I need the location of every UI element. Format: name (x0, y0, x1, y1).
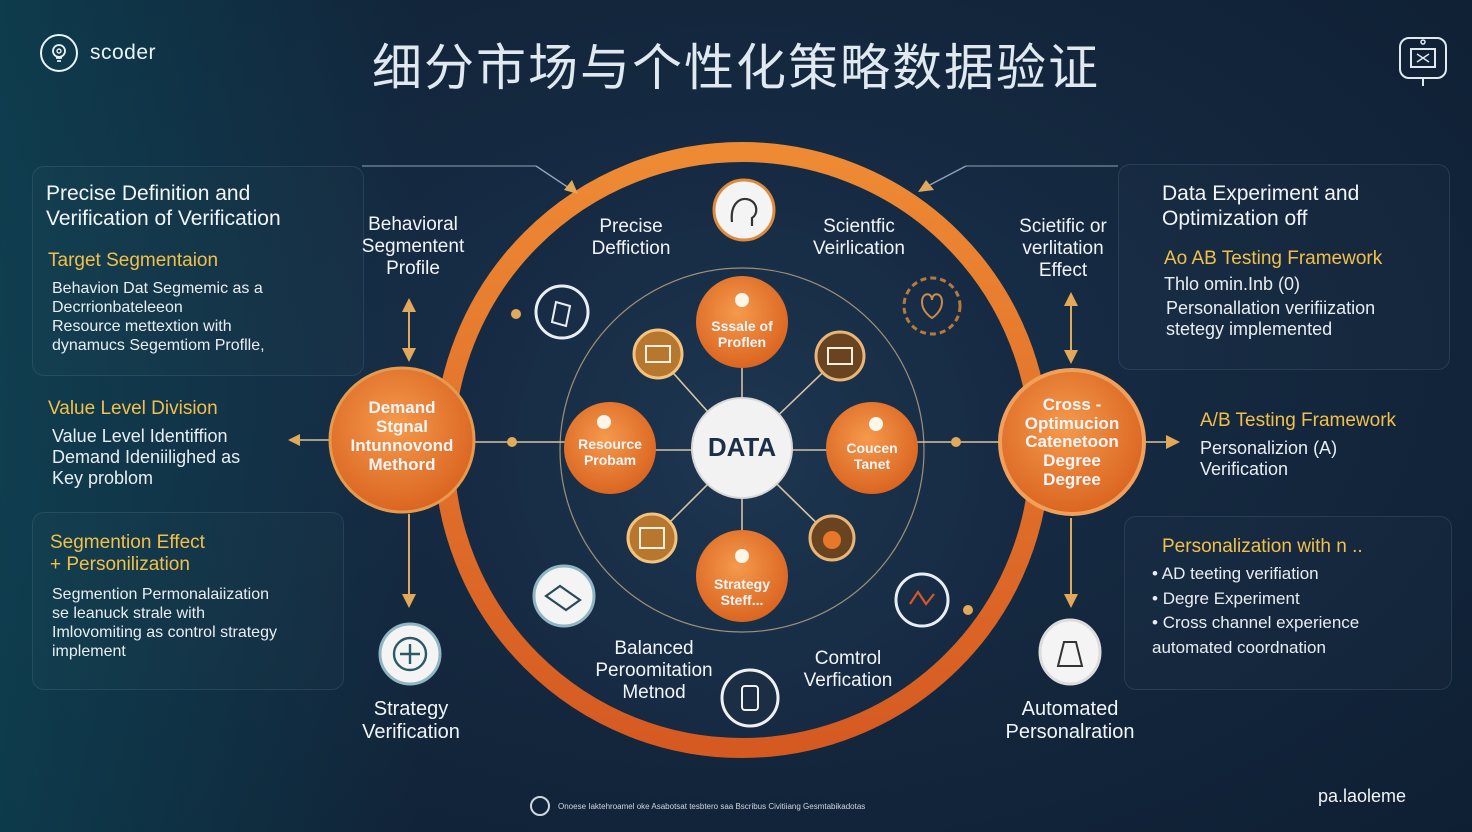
left-node-label: Demand Stgnal Intunnovond Methord (350, 398, 454, 475)
inner-node-top (696, 276, 788, 368)
right-node-label: Cross - Optimucion Catenetoon Degree Deg… (1024, 395, 1120, 489)
right-subheading-personal: Personalization with n .. (1162, 536, 1363, 557)
brand-watermark: pa.laoleme (1318, 786, 1406, 807)
gear-heart-icon (902, 276, 962, 336)
behavioral-label: Behavioral Segmentent Profile (361, 214, 465, 279)
left-panel-top (32, 166, 364, 376)
inner-bottom-label: Strategy Steff... (713, 576, 771, 609)
left-subheading-value: Value Level Division (48, 398, 218, 419)
bullet-item: AD teeting verifiation (1152, 562, 1442, 587)
center-label: DATA (707, 432, 777, 462)
inner-node-right (826, 402, 918, 494)
automation-icon (1038, 618, 1102, 686)
inner-orbit (559, 267, 925, 633)
head-icon (712, 178, 776, 242)
right-body-personal: Personallation verifiization stetegy imp… (1166, 298, 1376, 340)
strategy-icon (378, 622, 442, 686)
icon-node-lower-right (808, 514, 856, 562)
left-body-value: Value Level Identiffion Demand Ideniilig… (52, 426, 241, 489)
inner-node-bottom (696, 530, 788, 622)
footer-logo-icon (530, 796, 550, 816)
puzzle-icon (511, 284, 590, 340)
brand-text: pa.laoleme (1318, 786, 1407, 806)
balanced-label: Balanced Peroomitation Metnod (595, 638, 713, 703)
right-body-verification: Personalizion (A) Verification (1200, 438, 1338, 480)
right-heading: Data Experiment and Optimization off (1162, 182, 1360, 230)
automated-label: Automated Personalration (1005, 698, 1135, 743)
inner-left-label: Resource Probam (578, 436, 642, 469)
left-subheading-effect: Segmention Effect + Personilization (50, 532, 205, 576)
icon-node-lower-left (626, 512, 678, 564)
control-label: Comtrol Verfication (803, 648, 893, 691)
icon-node-upper-left (632, 328, 684, 380)
bullet-item: Degre Experiment (1152, 587, 1442, 612)
refresh-icon (894, 572, 973, 628)
footer-text: Onoese Iaktehroamel oke Asabotsat tesbte… (558, 801, 866, 811)
left-subheading-target: Target Segmentaion (48, 250, 219, 271)
strategy-label: Strategy Verification (362, 698, 460, 743)
footer-note: Onoese Iaktehroamel oke Asabotsat tesbte… (530, 796, 865, 816)
right-panel-top (1118, 164, 1450, 370)
bottle-icon (720, 668, 780, 728)
right-bullet-list: AD teeting verifiation Degre Experiment … (1152, 562, 1442, 661)
right-line-omin: Thlo omin.Inb (0) (1164, 274, 1301, 294)
logo: scoder (40, 34, 156, 72)
left-body-effect: Segmention Permonalaiization se leanuck … (52, 586, 277, 660)
page-title: 细分市场与个性化策略数据验证 (372, 40, 1100, 96)
presentation-icon (1399, 37, 1447, 86)
right-subheading-ab2: A/B Testing Framework (1200, 410, 1397, 431)
bullet-item: Cross channel experience automated coord… (1152, 611, 1442, 660)
handshake-icon (532, 564, 596, 628)
precise-label: Precise Deffiction (591, 216, 671, 259)
left-panel-bottom (32, 512, 344, 690)
inner-node-left (564, 402, 656, 494)
inner-top-label: Sssale of Proflen (711, 318, 773, 351)
right-subheading-ab: Ao AB Testing Framework (1164, 248, 1383, 269)
scietific-effect-label: Scietific or verlitation Effect (1019, 216, 1107, 281)
logo-icon (40, 34, 78, 72)
inner-right-label: Coucen Tanet (846, 440, 898, 473)
scientific-label: Scientfic Veirlication (813, 216, 905, 259)
icon-node-upper-right (814, 330, 866, 382)
left-body-target: Behavion Dat Segmemic as a Decrrionbatel… (52, 280, 265, 354)
logo-text: scoder (90, 41, 157, 64)
left-big-node (328, 366, 476, 514)
left-heading: Precise Definition and Verification of V… (46, 182, 281, 230)
right-panel-bottom (1124, 516, 1452, 690)
center-node (691, 397, 793, 499)
right-big-node (998, 368, 1146, 516)
